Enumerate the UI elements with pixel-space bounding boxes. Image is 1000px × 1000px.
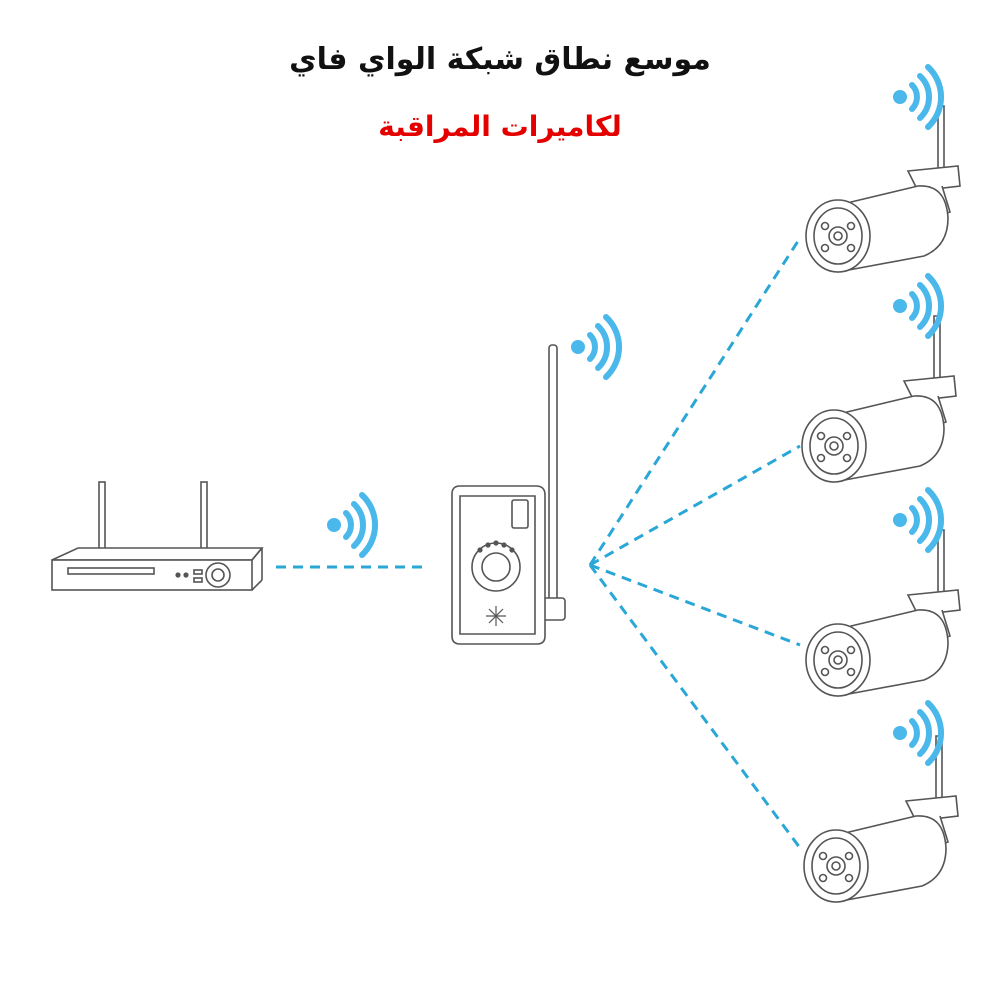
camera-icon — [805, 105, 961, 273]
diagram-subtitle: لكاميرات المراقبة — [378, 110, 622, 143]
link-extender-camera-4 — [588, 564, 802, 849]
wifi-signal-icon — [327, 495, 375, 555]
camera-icon — [801, 315, 957, 483]
link-extender-camera-1 — [588, 237, 802, 566]
wifi-extender-icon — [451, 344, 566, 645]
link-extender-camera-3 — [589, 563, 801, 647]
wifi-signal-icon — [893, 703, 941, 763]
link-extender-camera-2 — [589, 444, 801, 567]
diagram-title: موسع نطاق شبكة الواي فاي — [289, 42, 711, 77]
wifi-signal-icon — [571, 317, 619, 377]
wifi-signal-icon — [893, 490, 941, 550]
wifi-signal-icon — [893, 67, 941, 127]
camera-icon — [803, 735, 959, 903]
nvr-recorder-icon — [51, 481, 264, 591]
wifi-signal-icon — [893, 276, 941, 336]
camera-icon — [805, 529, 961, 697]
